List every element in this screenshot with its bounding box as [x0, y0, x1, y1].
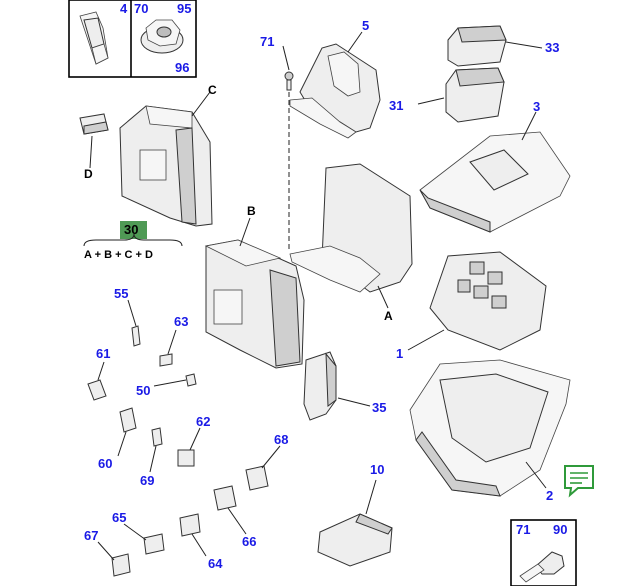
callout-31[interactable]: 31 — [389, 98, 403, 113]
relay-cover-part-31 — [445, 67, 505, 123]
callout-67[interactable]: 67 — [84, 528, 98, 543]
callout-69[interactable]: 69 — [140, 473, 154, 488]
assembly-formula: A + B + C + D — [84, 249, 153, 261]
relay-part-64 — [179, 513, 201, 537]
callout-50[interactable]: 50 — [136, 383, 150, 398]
relay-part-66 — [213, 485, 237, 511]
fuse-box-tray-part-2 — [409, 359, 571, 497]
callout-30[interactable]: 30 — [124, 222, 138, 237]
callout-2[interactable]: 2 — [546, 488, 553, 503]
control-module-part-10 — [317, 513, 393, 567]
assembly-badge-30[interactable] — [120, 221, 147, 239]
comment-icon[interactable] — [564, 465, 594, 498]
callout-33[interactable]: 33 — [545, 40, 559, 55]
callout-10[interactable]: 10 — [370, 462, 384, 477]
letter-b: B — [247, 204, 256, 218]
callout-62[interactable]: 62 — [196, 414, 210, 429]
callout-68[interactable]: 68 — [274, 432, 288, 447]
callout-95[interactable]: 95 — [177, 1, 191, 16]
mounting-bracket-part-a — [289, 163, 413, 293]
fuse-part-50 — [185, 373, 197, 387]
fuse-part-61 — [87, 379, 107, 401]
callout-3[interactable]: 3 — [533, 99, 540, 114]
inset-box-screw — [510, 519, 577, 586]
fuse-box-lid-part-3 — [419, 131, 571, 233]
fuse-part-69 — [151, 427, 163, 447]
spring-clip-part — [79, 11, 109, 65]
engine-fuse-box-part-1 — [429, 251, 547, 351]
fuse-part-55 — [131, 325, 141, 347]
relay-part-65 — [143, 533, 165, 555]
callout-90[interactable]: 90 — [553, 522, 567, 537]
letter-d: D — [84, 167, 93, 181]
callout-65[interactable]: 65 — [112, 510, 126, 525]
callout-64[interactable]: 64 — [208, 556, 223, 571]
fuse-part-60 — [119, 407, 137, 433]
relay-part-68 — [245, 465, 269, 491]
relay-part-62 — [177, 449, 195, 467]
fuse-part-63 — [159, 353, 173, 367]
callout-61[interactable]: 61 — [96, 346, 110, 361]
callout-71-screw[interactable]: 71 — [516, 522, 530, 537]
callout-55[interactable]: 55 — [114, 286, 128, 301]
letter-a: A — [384, 309, 393, 323]
fuse-box-part-c — [119, 105, 213, 227]
fuse-box-part-b — [204, 239, 305, 369]
callout-96[interactable]: 96 — [175, 60, 189, 75]
callout-1[interactable]: 1 — [396, 346, 403, 361]
callout-70[interactable]: 70 — [134, 1, 148, 16]
flange-nut-part — [140, 19, 184, 54]
callout-66[interactable]: 66 — [242, 534, 256, 549]
screw-part — [519, 551, 565, 583]
bolt-part-71 — [284, 71, 294, 91]
relay-part-67 — [111, 553, 131, 577]
callout-35[interactable]: 35 — [372, 400, 386, 415]
relay-cover-part-33 — [447, 25, 507, 67]
bracket-part-5 — [289, 43, 381, 139]
inset-box-clip-nut — [68, 0, 197, 78]
callout-63[interactable]: 63 — [174, 314, 188, 329]
small-cover-part-d — [79, 113, 109, 135]
callout-71[interactable]: 71 — [260, 34, 274, 49]
callout-60[interactable]: 60 — [98, 456, 112, 471]
letter-c: C — [208, 83, 217, 97]
cover-part-35 — [303, 351, 337, 421]
callout-4[interactable]: 4 — [120, 1, 128, 16]
callout-5[interactable]: 5 — [362, 18, 369, 33]
